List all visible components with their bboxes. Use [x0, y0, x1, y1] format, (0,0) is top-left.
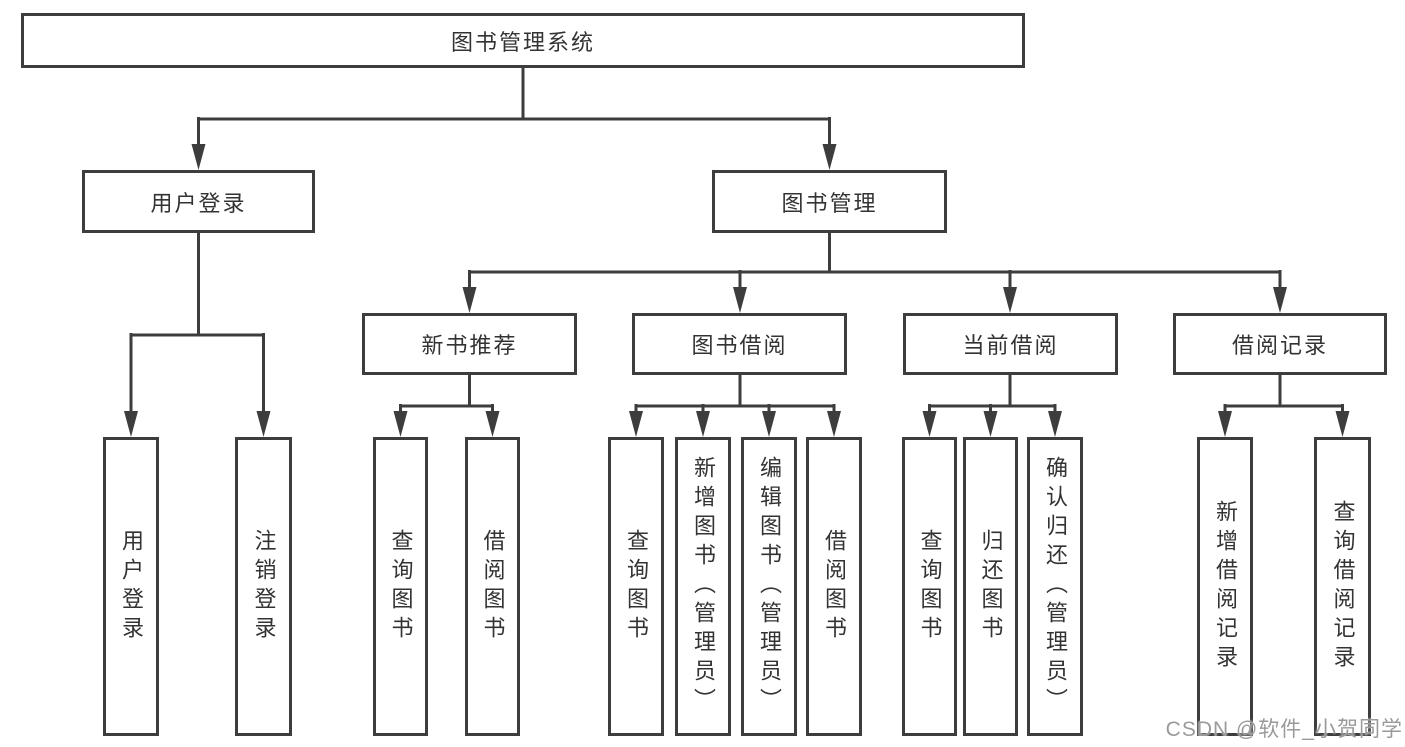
node-label: 借阅图书 [480, 528, 506, 645]
node-leaf-logout: 注销登录 [235, 437, 292, 736]
node-label: 确认归还（管理员） [1043, 456, 1068, 717]
arrowheads-records-children [1218, 411, 1350, 437]
node-label: 新书推荐 [421, 333, 518, 358]
arrowheads-current-children [922, 411, 1062, 437]
arrowheads-root-to-level2 [191, 144, 837, 170]
watermark: CSDN @软件_小贺同学 [1165, 718, 1403, 741]
node-user-login: 用户登录 [82, 170, 315, 233]
node-leaf-user-login: 用户登录 [103, 437, 159, 736]
node-leaf-records-query-record: 查询借阅记录 [1314, 437, 1371, 736]
connector-user-login-children [129, 233, 265, 415]
node-leaf-borrowing-add-books-admin: 新增图书（管理员） [675, 437, 731, 736]
node-label: 查询图书 [388, 528, 414, 645]
node-label: 编辑图书（管理员） [757, 456, 782, 717]
connector-new-rec-children [399, 375, 494, 415]
node-label: 新增图书（管理员） [691, 456, 716, 717]
node-label: 借阅图书 [822, 528, 847, 645]
node-label: 用户登录 [150, 190, 247, 216]
connector-records-children [1223, 375, 1344, 415]
node-label: 图书管理系统 [450, 29, 595, 55]
node-label: 当前借阅 [962, 333, 1059, 358]
node-leaf-newrec-borrow-books: 借阅图书 [465, 437, 520, 736]
node-label: 借阅记录 [1231, 333, 1328, 358]
node-leaf-borrowing-edit-books-admin: 编辑图书（管理员） [741, 437, 797, 736]
node-label: 新增借阅记录 [1213, 499, 1238, 674]
arrowheads-book-mgmt-to-level3 [462, 287, 1287, 313]
node-label: 查询图书 [917, 528, 943, 645]
connector-current-children [928, 375, 1057, 415]
node-leaf-borrowing-query-books: 查询图书 [608, 437, 664, 736]
node-leaf-current-query-books: 查询图书 [902, 437, 957, 736]
connector-root-to-level2 [197, 68, 831, 150]
connector-borrowing-children [634, 375, 836, 415]
node-leaf-records-add-record: 新增借阅记录 [1197, 437, 1253, 736]
node-borrow-records: 借阅记录 [1173, 313, 1387, 375]
connector-book-mgmt-to-level3 [468, 233, 1282, 291]
node-leaf-newrec-query-books: 查询图书 [373, 437, 428, 736]
node-label: 用户登录 [119, 528, 144, 645]
node-label: 图书借阅 [691, 333, 788, 358]
arrowheads-borrowing-children [629, 411, 841, 437]
node-book-borrowing: 图书借阅 [632, 313, 847, 375]
node-new-book-recommend: 新书推荐 [362, 313, 577, 375]
node-leaf-borrowing-borrow-books: 借阅图书 [806, 437, 862, 736]
node-label: 查询图书 [624, 528, 649, 645]
arrowheads-new-rec-children [393, 411, 500, 437]
node-book-management: 图书管理 [712, 170, 947, 233]
node-root-library-system: 图书管理系统 [21, 13, 1025, 68]
node-leaf-current-confirm-return-admin: 确认归还（管理员） [1027, 437, 1083, 736]
node-current-borrowing: 当前借阅 [903, 313, 1118, 375]
node-label: 查询借阅记录 [1330, 499, 1356, 674]
node-label: 图书管理 [781, 190, 878, 216]
node-label: 归还图书 [978, 528, 1004, 645]
node-label: 注销登录 [251, 528, 277, 645]
arrowheads-user-login-children [124, 411, 271, 437]
node-leaf-current-return-books: 归还图书 [963, 437, 1018, 736]
